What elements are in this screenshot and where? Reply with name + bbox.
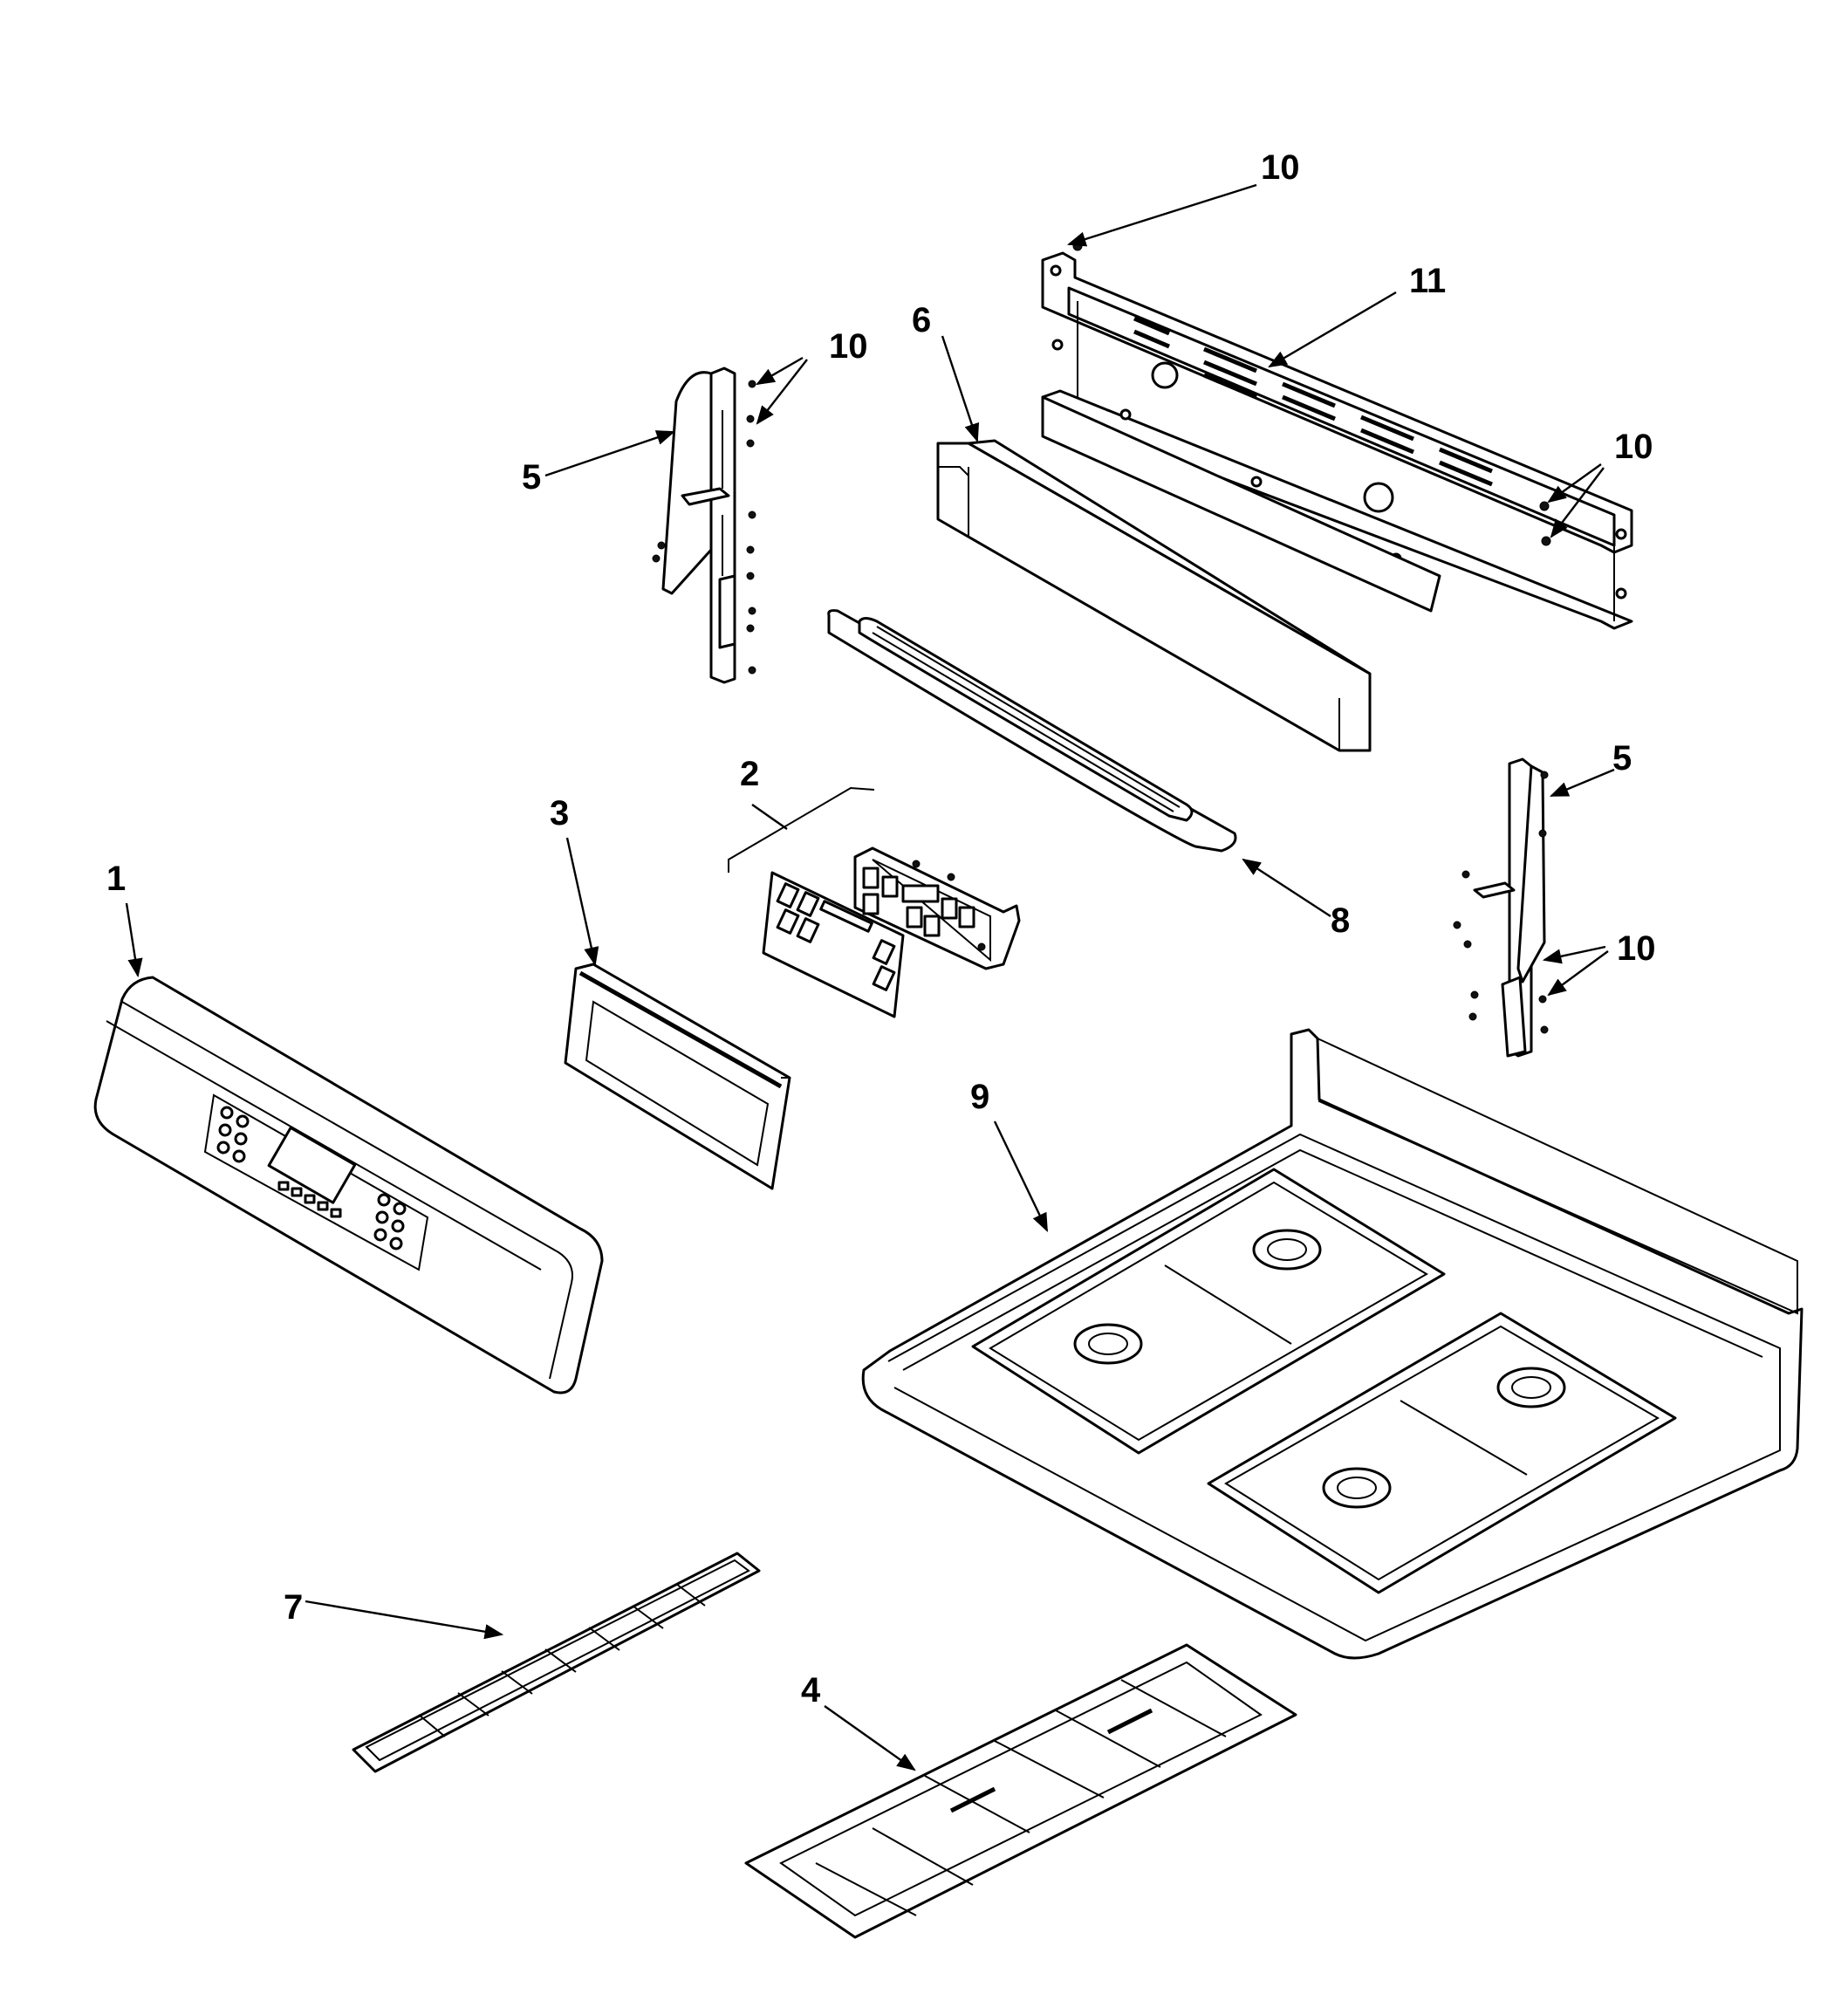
callout-5-right: 5 xyxy=(1612,739,1632,778)
part-5-left-side-bracket xyxy=(652,367,756,684)
callout-7: 7 xyxy=(284,1588,303,1627)
part-5-right-side-bracket xyxy=(1453,757,1549,1058)
part-3-display-window xyxy=(564,963,791,1190)
part-1-control-panel xyxy=(93,976,604,1394)
callout-11: 11 xyxy=(1409,262,1446,300)
part-11-rear-bracket xyxy=(1041,251,1633,630)
callout-3: 3 xyxy=(550,794,569,833)
part-4-grate xyxy=(744,1643,1297,1939)
callout-10-left: 10 xyxy=(829,327,868,366)
part-8-trim-strip xyxy=(827,609,1237,853)
callout-6: 6 xyxy=(912,301,931,339)
callout-10-top: 10 xyxy=(1261,148,1300,187)
part-2-overlay xyxy=(762,871,905,1018)
vent-slots xyxy=(1133,316,1493,487)
callout-9: 9 xyxy=(970,1078,989,1116)
part-6-backguard-panel xyxy=(936,439,1372,752)
part-2-control-board xyxy=(853,846,1021,970)
control-buttons xyxy=(216,1106,407,1251)
callout-10-right-upper: 10 xyxy=(1614,428,1653,466)
part-2-group-bracket xyxy=(728,786,875,873)
callout-4: 4 xyxy=(801,1671,821,1710)
callout-1: 1 xyxy=(106,860,126,898)
callout-5-left: 5 xyxy=(522,458,541,497)
leader-lines xyxy=(125,183,1615,1771)
callout-labels: 10 11 6 10 5 10 5 2 3 8 10 1 9 7 4 xyxy=(106,148,1656,1710)
board-components xyxy=(862,860,986,951)
screw-set-right xyxy=(1453,771,1549,1034)
callout-10-right-lower: 10 xyxy=(1617,929,1656,968)
part-9-cooktop xyxy=(861,1028,1804,1660)
callout-8: 8 xyxy=(1331,901,1350,940)
part-7-trim-strip xyxy=(352,1552,761,1773)
screw-set-left xyxy=(652,380,756,675)
callout-2: 2 xyxy=(740,755,759,793)
